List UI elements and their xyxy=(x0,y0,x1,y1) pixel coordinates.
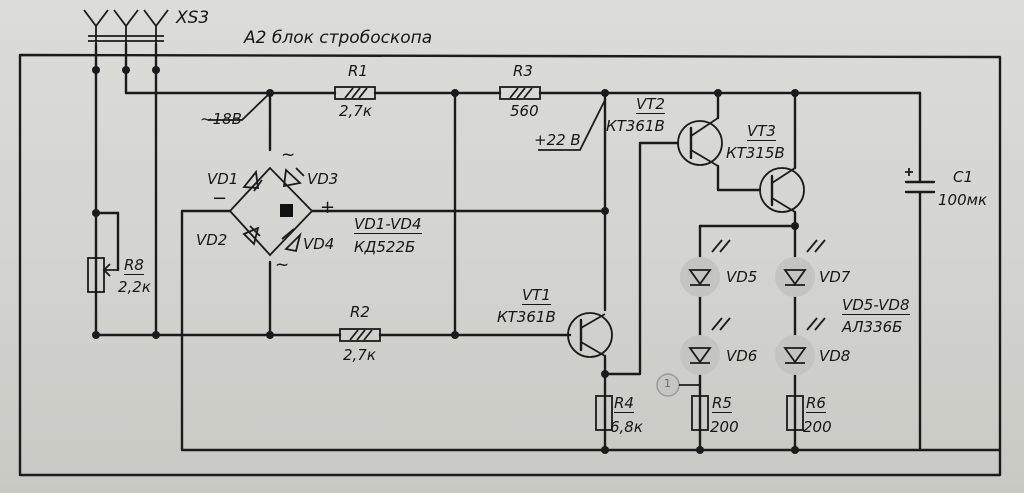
capacitor-c1-symbol xyxy=(904,91,936,452)
r4-ref: R4 xyxy=(614,394,634,413)
led-vd8-symbol xyxy=(775,317,826,375)
diode-bridge-symbol xyxy=(228,166,314,257)
r1-ref: R1 xyxy=(348,62,368,80)
resistor-r4-symbol xyxy=(595,395,613,431)
resistor-r6-symbol xyxy=(786,395,804,431)
vt2-ref: VT2 xyxy=(636,95,665,114)
vd1-ref: VD1 xyxy=(207,170,239,188)
resistor-r1-symbol xyxy=(334,86,376,100)
c1-ref: C1 xyxy=(953,168,974,186)
led-group-ref: VD5-VD8 xyxy=(842,296,910,315)
transistor-vt1-symbol xyxy=(567,312,613,452)
vt2-value: КТ361В xyxy=(606,117,665,135)
r5-value: 200 xyxy=(710,418,739,436)
r6-value: 200 xyxy=(803,418,832,436)
led-group-value: АЛ336Б xyxy=(842,318,903,336)
c1-value: 100мк xyxy=(938,191,988,209)
vd8-ref: VD8 xyxy=(819,347,851,365)
r1-value: 2,7к xyxy=(339,102,372,120)
vt3-value: КТ315В xyxy=(726,144,785,162)
vd2-ref: VD2 xyxy=(196,231,228,249)
bridge-tilde-bottom: ~ xyxy=(275,255,290,275)
vd6-ref: VD6 xyxy=(726,347,758,365)
dc-voltage-label: +22 В xyxy=(534,131,581,149)
resistor-r2-symbol xyxy=(339,328,381,342)
connector-label: XS3 xyxy=(176,8,210,28)
vd7-ref: VD7 xyxy=(819,268,851,286)
bridge-tilde-top: ~ xyxy=(281,145,296,165)
bridge-group-value: КД522Б xyxy=(354,238,416,256)
block-title: А2 блок стробоскопа xyxy=(244,28,433,48)
bridge-minus: − xyxy=(212,188,228,209)
resistor-r5-symbol xyxy=(691,395,709,431)
r3-value: 560 xyxy=(510,102,539,120)
vt1-ref: VT1 xyxy=(522,286,551,305)
r6-ref: R6 xyxy=(806,394,826,413)
r2-ref: R2 xyxy=(350,303,370,321)
bridge-plus: + xyxy=(320,197,336,218)
xs3-connector-symbol xyxy=(83,9,169,44)
led-vd6-symbol xyxy=(680,317,731,375)
bridge-group-ref: VD1-VD4 xyxy=(354,215,422,234)
test-point-label: 1 xyxy=(664,377,671,390)
r8-value: 2,2к xyxy=(118,278,151,296)
potentiometer-r8-symbol xyxy=(87,209,120,293)
r5-ref: R5 xyxy=(712,394,732,413)
led-vd5-symbol xyxy=(680,239,731,297)
transistor-vt2-symbol xyxy=(677,91,762,192)
r2-value: 2,7к xyxy=(343,346,376,364)
vt1-value: КТ361В xyxy=(497,308,556,326)
resistor-r3-symbol xyxy=(499,86,541,100)
r3-ref: R3 xyxy=(513,62,533,80)
vt3-ref: VT3 xyxy=(747,122,776,141)
transistor-vt3-symbol xyxy=(759,91,805,230)
r4-value: 6,8к xyxy=(610,418,643,436)
ac-voltage-label: ~18В xyxy=(200,110,242,128)
vd3-ref: VD3 xyxy=(307,170,339,188)
led-vd7-symbol xyxy=(775,239,826,297)
r8-ref: R8 xyxy=(124,256,144,275)
vd5-ref: VD5 xyxy=(726,268,758,286)
block-outline xyxy=(18,53,1002,477)
vd4-ref: VD4 xyxy=(303,235,335,253)
